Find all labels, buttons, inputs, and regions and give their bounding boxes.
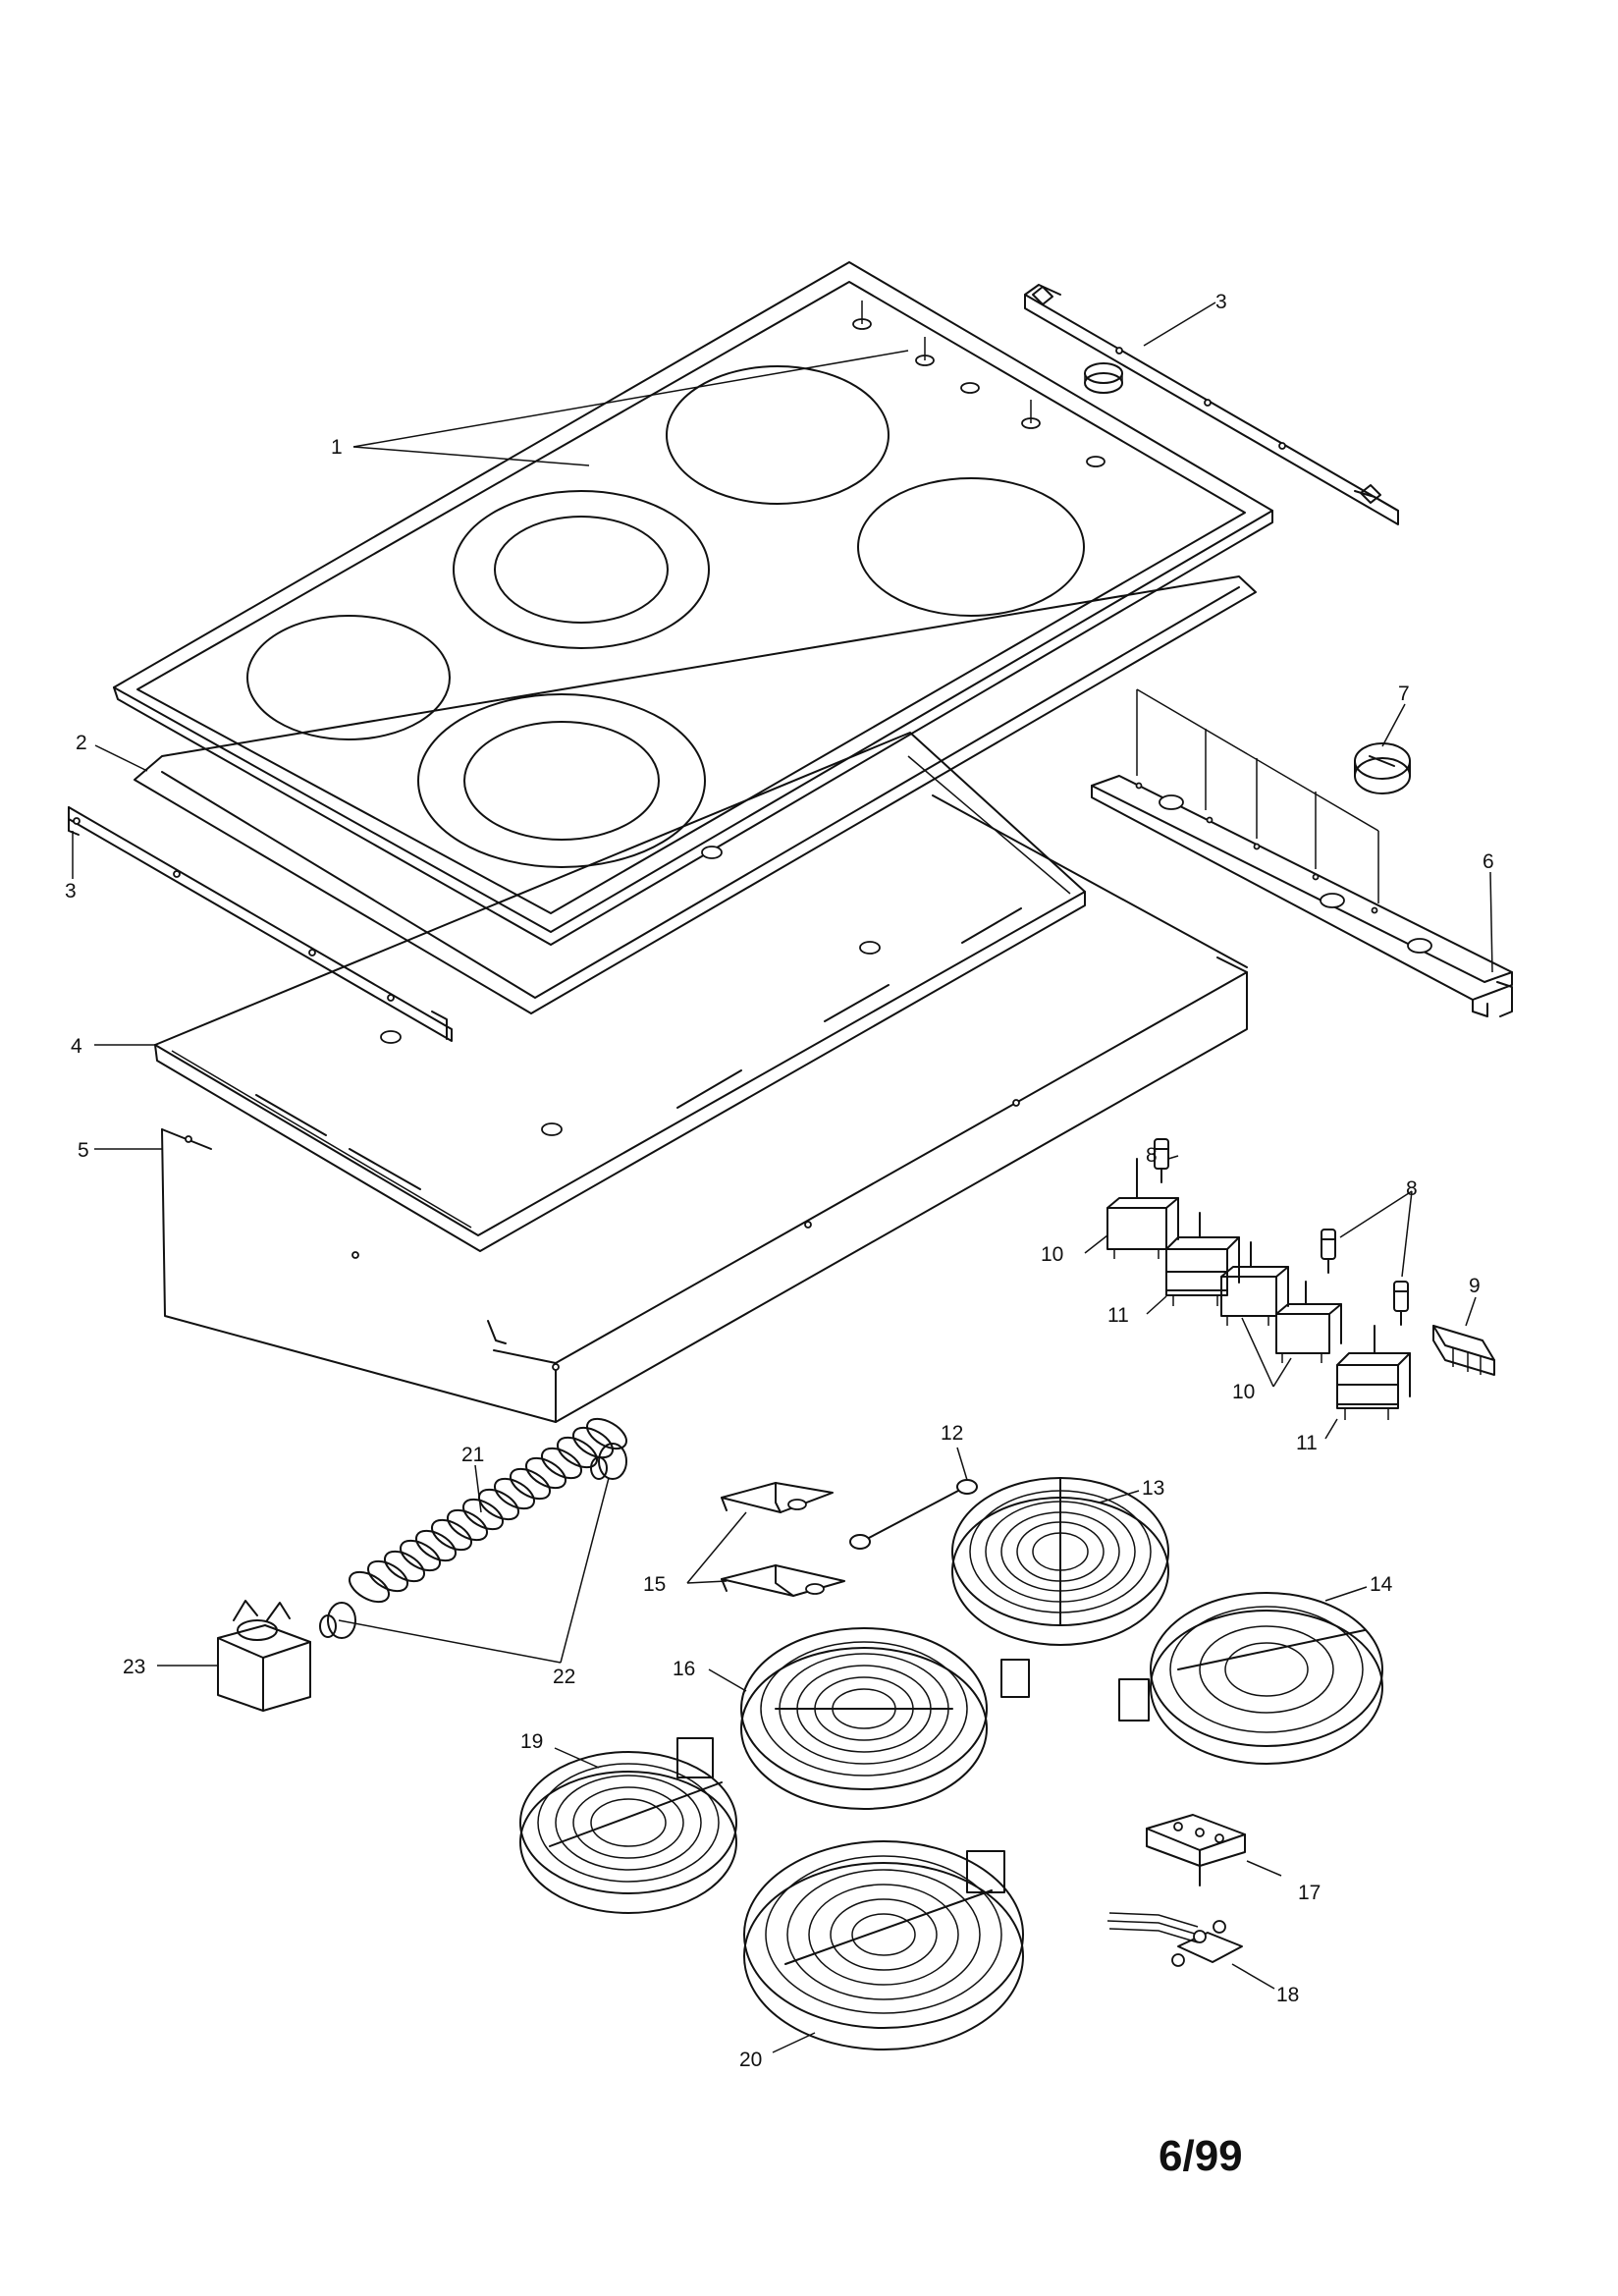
terminal-block-17 bbox=[1146, 1814, 1246, 1886]
callout-8-left: 8 bbox=[1146, 1144, 1158, 1167]
surface-element-14 bbox=[1118, 1592, 1383, 1765]
callout-10-bottom: 10 bbox=[1232, 1381, 1255, 1403]
callout-15: 15 bbox=[643, 1573, 666, 1596]
control-knob bbox=[1354, 742, 1411, 794]
callout-7: 7 bbox=[1398, 683, 1410, 705]
surface-element-16 bbox=[740, 1627, 1030, 1810]
surface-element-19 bbox=[519, 1737, 737, 1914]
callout-2: 2 bbox=[76, 732, 87, 754]
junction-box bbox=[217, 1600, 311, 1712]
callout-16: 16 bbox=[673, 1658, 695, 1680]
surface-element-20 bbox=[743, 1840, 1024, 2050]
burner-box-pan bbox=[154, 732, 1086, 1252]
surface-element-13 bbox=[951, 1477, 1169, 1646]
element-clips bbox=[721, 1482, 845, 1597]
callout-14: 14 bbox=[1370, 1573, 1393, 1596]
callout-23: 23 bbox=[123, 1656, 145, 1678]
callout-8-right: 8 bbox=[1406, 1177, 1418, 1200]
callout-1: 1 bbox=[331, 436, 343, 459]
callout-4: 4 bbox=[71, 1035, 82, 1058]
callout-11-top: 11 bbox=[1107, 1304, 1129, 1327]
wire-harness-18 bbox=[1106, 1912, 1243, 1967]
indicator-knob-top bbox=[1084, 362, 1123, 394]
callout-9: 9 bbox=[1469, 1275, 1481, 1297]
infinite-switches bbox=[1106, 1158, 1411, 1420]
callout-11-bottom: 11 bbox=[1296, 1432, 1318, 1454]
callout-12: 12 bbox=[941, 1422, 963, 1445]
callout-17: 17 bbox=[1298, 1882, 1321, 1904]
callout-22: 22 bbox=[553, 1666, 575, 1688]
cooktop-gasket bbox=[134, 575, 1257, 1014]
terminal-block bbox=[1432, 1325, 1495, 1376]
callout-21: 21 bbox=[461, 1444, 484, 1466]
callout-3-left: 3 bbox=[65, 880, 77, 902]
callout-13: 13 bbox=[1142, 1477, 1164, 1500]
cooktop-glass-top bbox=[113, 261, 1273, 946]
jumper-wire bbox=[849, 1479, 978, 1550]
page-stamp: 6/99 bbox=[1159, 2132, 1243, 2180]
leader-lines bbox=[72, 301, 1493, 2053]
callout-20: 20 bbox=[739, 2049, 762, 2071]
right-brace-bracket bbox=[1024, 284, 1399, 525]
callout-6: 6 bbox=[1483, 850, 1494, 873]
callout-18: 18 bbox=[1276, 1984, 1299, 2006]
control-panel-bracket bbox=[1091, 688, 1513, 1017]
indicator-lights bbox=[1154, 1138, 1409, 1326]
conduit-bushings bbox=[319, 1443, 627, 1639]
cooktop-box-housing bbox=[161, 794, 1248, 1423]
callout-10-top: 10 bbox=[1041, 1243, 1063, 1266]
conduit-spring bbox=[349, 1417, 627, 1604]
left-brace-bracket bbox=[68, 806, 453, 1042]
callout-3-right: 3 bbox=[1215, 291, 1227, 313]
callout-19: 19 bbox=[520, 1730, 543, 1753]
callout-5: 5 bbox=[78, 1139, 89, 1162]
